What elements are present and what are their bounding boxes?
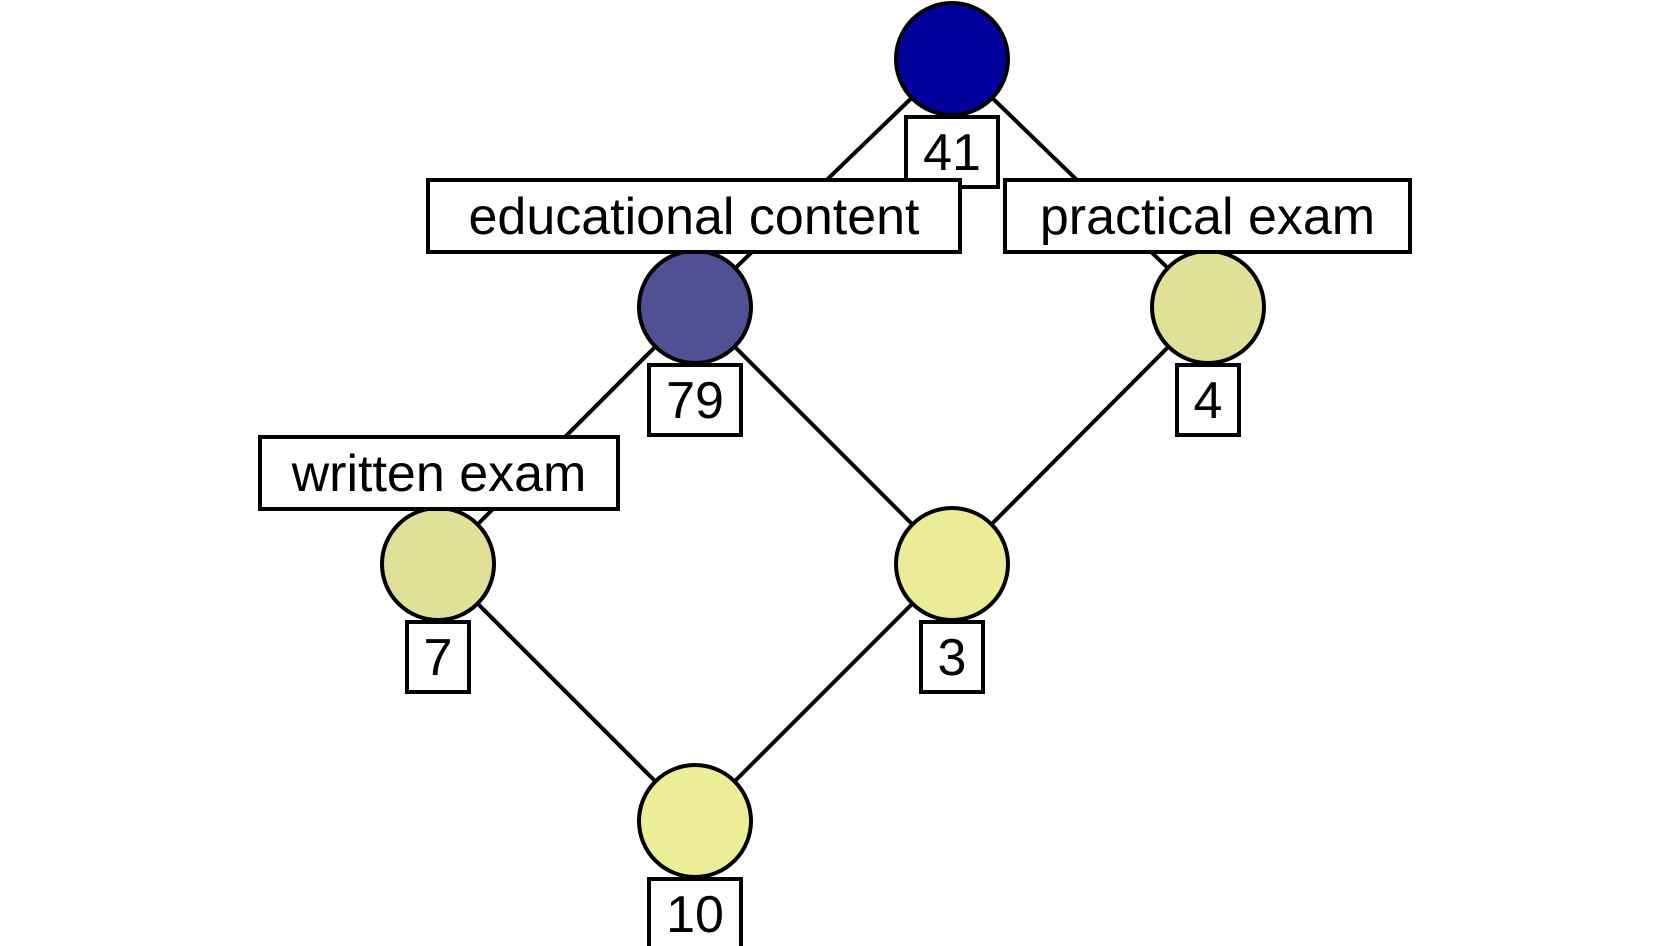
count-label-practical: 4 bbox=[1175, 363, 1241, 437]
count-label-box bbox=[647, 877, 743, 946]
node-middle bbox=[894, 506, 1010, 622]
edge-written-bottom bbox=[436, 562, 697, 823]
count-label-box bbox=[405, 620, 471, 694]
count-label-text: 3 bbox=[938, 629, 967, 687]
count-label-box bbox=[919, 620, 985, 694]
edge-educational-middle bbox=[693, 305, 954, 566]
count-label-top: 41 bbox=[904, 115, 1000, 189]
count-label-middle: 3 bbox=[919, 620, 985, 694]
attribute-label-written: written exam bbox=[258, 435, 620, 511]
attribute-label-text: practical exam bbox=[1040, 188, 1375, 246]
attribute-label-box bbox=[258, 435, 620, 511]
node-top bbox=[894, 1, 1010, 117]
count-label-text: 79 bbox=[666, 372, 724, 430]
attribute-label-practical: practical exam bbox=[1003, 178, 1412, 254]
count-label-written: 7 bbox=[405, 620, 471, 694]
attribute-label-text: educational content bbox=[468, 188, 920, 246]
edge-practical-middle bbox=[950, 305, 1210, 566]
node-bottom bbox=[637, 763, 753, 879]
count-label-text: 10 bbox=[666, 886, 724, 944]
node-educational bbox=[637, 249, 753, 365]
labels-layer: 41 79 educational content 4 practical exam 7 w… bbox=[258, 115, 1412, 946]
count-label-text: 7 bbox=[424, 629, 453, 687]
count-label-text: 41 bbox=[923, 124, 981, 182]
count-label-text: 4 bbox=[1194, 372, 1223, 430]
attribute-label-educational: educational content bbox=[426, 178, 962, 254]
node-written bbox=[380, 506, 496, 622]
count-label-box bbox=[1175, 363, 1241, 437]
attribute-label-box bbox=[1003, 178, 1412, 254]
count-label-bottom: 10 bbox=[647, 877, 743, 946]
attribute-label-text: written exam bbox=[291, 445, 587, 503]
attribute-label-box bbox=[426, 178, 962, 254]
count-label-educational: 79 bbox=[647, 363, 743, 437]
count-label-box bbox=[647, 363, 743, 437]
node-practical bbox=[1150, 249, 1266, 365]
count-label-box bbox=[904, 115, 1000, 189]
edge-middle-bottom bbox=[693, 562, 954, 823]
